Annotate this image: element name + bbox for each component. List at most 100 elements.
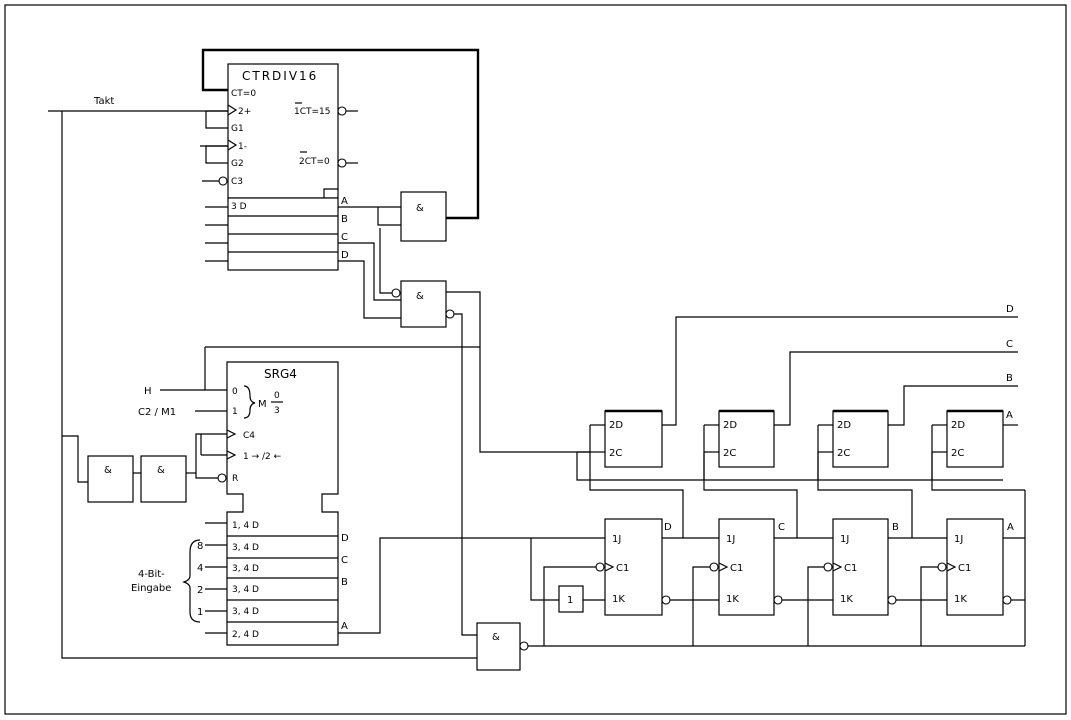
- counter-g1-label: G1: [231, 124, 244, 134]
- and-gate-3: &: [87, 455, 134, 503]
- input-group-label-bottom: Eingabe: [131, 583, 171, 594]
- jk-b-clock-bubble: [823, 562, 833, 572]
- counter-out2-bubble: [337, 158, 347, 168]
- jk-b-clock-label: C1: [844, 563, 857, 574]
- not-gate-label: 1: [567, 595, 573, 606]
- latch-c: 2D 2C: [718, 409, 775, 468]
- jk-output-c: C: [778, 522, 785, 533]
- shift-input-6: 2, 4 D: [232, 630, 259, 640]
- shift-mode-fraction-top: 0: [274, 391, 280, 401]
- jk-d-k-label: 1K: [612, 594, 625, 605]
- counter-ct0-label: CT=0: [231, 89, 256, 99]
- jk-flipflop-c: 1J C1 1K C: [718, 518, 785, 616]
- jk-c-inverted-output-bubble: [773, 595, 783, 605]
- jk-d-inverted-output-bubble: [661, 595, 671, 605]
- shift-direction-label: 1 → /2 ←: [243, 452, 282, 462]
- shift-mode-0: 0: [232, 387, 238, 397]
- counter-g2-label: G2: [231, 159, 244, 169]
- and-gate-2: &: [400, 280, 447, 328]
- jk-flipflop-d: 1J C1 1K D: [604, 518, 672, 616]
- counter-title: CTRDIV16: [242, 69, 318, 83]
- shift-input-1: 1, 4 D: [232, 521, 259, 531]
- and-gate-1: &: [400, 191, 447, 242]
- jk-d-clock-label: C1: [616, 563, 629, 574]
- and-gate-2-input-bubble: [391, 288, 401, 298]
- latch-output-c: C: [1006, 339, 1013, 350]
- jk-output-a: A: [1007, 522, 1014, 533]
- latch-d-input-label: 2D: [609, 420, 623, 431]
- shift-mode-m: M: [258, 399, 267, 410]
- shift-register-srg4: SRG4 0 1 M 0 3 C4 1 → /2 ← R 1, 4 D 3, 4…: [226, 361, 349, 646]
- shift-input-2: 3, 4 D: [232, 543, 259, 553]
- counter-output-a: A: [341, 196, 348, 207]
- counter-out1-label: 1CT=15: [294, 107, 331, 117]
- shift-input-5: 3, 4 D: [232, 607, 259, 617]
- and-gate-5-output-bubble: [519, 641, 529, 651]
- counter-out1-bubble: [337, 106, 347, 116]
- diagram-frame: [4, 4, 1067, 715]
- input-weight-4: 4: [197, 563, 203, 574]
- shift-output-a: A: [341, 621, 348, 632]
- jk-c-j-label: 1J: [726, 534, 735, 545]
- shift-output-d: D: [341, 533, 349, 544]
- latch-d: 2D 2C: [604, 409, 663, 468]
- counter-output-d: D: [341, 250, 349, 261]
- counter-out2-label: 2CT=0: [299, 157, 330, 167]
- shift-input-3: 3, 4 D: [232, 564, 259, 574]
- latch-a: 2D 2C: [946, 409, 1004, 468]
- input-weight-1: 1: [197, 607, 203, 618]
- input-weight-8: 8: [197, 541, 203, 552]
- jk-a-clock-label: C1: [958, 563, 971, 574]
- counter-c3-bubble: [218, 176, 228, 186]
- and-gate-2-label: &: [416, 291, 424, 302]
- jk-a-inverted-output-bubble: [1002, 595, 1012, 605]
- shift-mode-fraction-bottom: 3: [274, 406, 280, 416]
- latch-output-a: A: [1006, 410, 1013, 421]
- counter-data-label: 3 D: [231, 202, 247, 212]
- shift-output-c: C: [341, 555, 348, 566]
- and-gate-3-label: &: [104, 465, 112, 476]
- and-gate-5: &: [476, 622, 521, 671]
- and-gate-1-label: &: [416, 203, 424, 214]
- jk-a-j-label: 1J: [954, 534, 963, 545]
- shift-input-4: 3, 4 D: [232, 585, 259, 595]
- and-gate-4: &: [140, 455, 187, 503]
- not-gate: 1: [558, 585, 584, 613]
- mode-input-c2m1: C2 / M1: [138, 407, 176, 418]
- jk-flipflop-a: 1J C1 1K A: [946, 518, 1014, 616]
- shift-output-b: B: [341, 577, 348, 588]
- jk-d-j-label: 1J: [612, 534, 621, 545]
- latch-d-clock-label: 2C: [609, 448, 622, 459]
- shift-c4-label: C4: [243, 431, 255, 441]
- counter-c3-label: C3: [231, 177, 243, 187]
- jk-b-inverted-output-bubble: [887, 595, 897, 605]
- shift-mode-1: 1: [232, 407, 238, 417]
- clock-label: Takt: [93, 96, 114, 107]
- shift-reset-label: R: [232, 474, 238, 484]
- latch-b-input-label: 2D: [837, 420, 851, 431]
- jk-c-k-label: 1K: [726, 594, 739, 605]
- counter-output-c: C: [341, 232, 348, 243]
- and-gate-5-label: &: [492, 632, 500, 643]
- jk-c-clock-bubble: [709, 562, 719, 572]
- latch-c-input-label: 2D: [723, 420, 737, 431]
- shift-reset-bubble: [217, 473, 227, 483]
- and-gate-2-output-bubble: [445, 309, 455, 319]
- shift-title: SRG4: [264, 367, 297, 381]
- latch-c-clock-label: 2C: [723, 448, 736, 459]
- mode-input-h: H: [144, 386, 152, 397]
- jk-flipflop-b: 1J C1 1K B: [832, 518, 899, 616]
- counter-output-b: B: [341, 214, 348, 225]
- jk-d-clock-bubble: [595, 562, 605, 572]
- input-brace: [182, 539, 201, 623]
- input-weight-2: 2: [197, 585, 203, 596]
- jk-b-k-label: 1K: [840, 594, 853, 605]
- latch-output-b: B: [1006, 373, 1013, 384]
- latch-output-d: D: [1006, 304, 1014, 315]
- latch-b: 2D 2C: [832, 409, 889, 468]
- latch-a-input-label: 2D: [951, 420, 965, 431]
- jk-c-clock-label: C1: [730, 563, 743, 574]
- and-gate-4-label: &: [157, 465, 165, 476]
- jk-output-d: D: [664, 522, 672, 533]
